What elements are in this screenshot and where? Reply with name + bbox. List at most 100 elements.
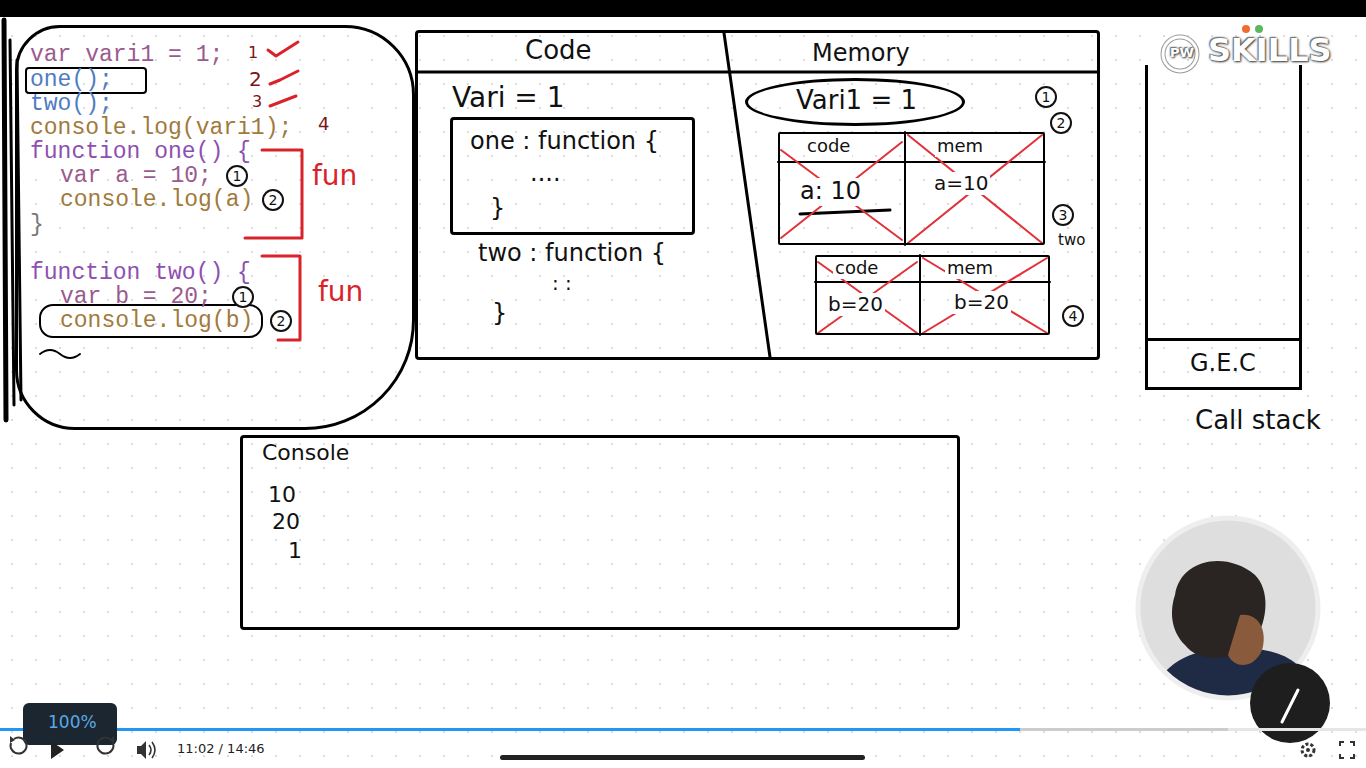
column-heading: mem <box>945 258 995 279</box>
step-number: 1 <box>248 44 258 62</box>
variable-oval: Vari1 = 1 <box>745 78 965 126</box>
column-heading: code <box>833 258 880 279</box>
cross-line <box>923 258 1047 333</box>
annotation: fun <box>318 276 363 308</box>
progress-track <box>0 728 1366 731</box>
cross-line <box>781 150 902 240</box>
column-heading: mem <box>935 136 985 157</box>
top-bar <box>0 0 1366 17</box>
check-mark <box>270 96 296 106</box>
volume-icon <box>137 741 146 759</box>
time-display: 11:02 / 14:46 <box>177 742 265 757</box>
code-line: var a = 10; <box>60 163 212 189</box>
logo-ring <box>1163 37 1197 71</box>
bracket <box>262 256 300 340</box>
callout-number: 4 <box>1062 305 1084 327</box>
code-text: one : function { <box>470 128 659 156</box>
context-lines <box>418 33 1097 357</box>
header-line <box>815 281 1050 283</box>
column-divider <box>724 33 770 357</box>
pen-icon <box>1282 690 1298 722</box>
cross-line <box>908 135 1042 243</box>
code-panel: var vari1 = 1;one();two();console.log(va… <box>15 25 415 430</box>
column-divider <box>904 132 906 245</box>
replay-icon <box>10 736 15 743</box>
callout-number: 3 <box>1052 204 1074 226</box>
header-line <box>418 71 1097 74</box>
code-text: } <box>492 300 507 328</box>
code-line: console.log(a) <box>60 187 253 213</box>
zoom-level: 100% <box>48 713 97 733</box>
person-face <box>1228 615 1264 665</box>
cross-out <box>781 135 1047 333</box>
console-output: 1 <box>288 538 302 563</box>
console-box: Console 1020 1 <box>240 435 960 630</box>
step-number: 2 <box>249 68 262 91</box>
code-entry: b=20 <box>826 293 885 316</box>
progress-buffer <box>1020 728 1228 731</box>
callout-number: 2 <box>262 189 284 211</box>
column-heading: code <box>805 136 852 157</box>
callout-number: 2 <box>1050 112 1072 134</box>
bracket <box>245 150 302 238</box>
settings-icon <box>1302 744 1314 756</box>
code-line: } <box>30 212 44 238</box>
console-output: 20 <box>272 509 300 534</box>
code-line: var vari1 = 1; <box>30 42 223 68</box>
step-number: 4 <box>318 114 329 135</box>
player-controls <box>0 703 1366 760</box>
function-box: one : function {....} <box>450 117 695 235</box>
callout-number: 1 <box>226 165 248 187</box>
header-line <box>778 161 1045 163</box>
function-context: code mem b=20 b=20 <box>815 255 1050 335</box>
callout-number: 2 <box>270 310 292 332</box>
execution-context: CodeMemoryone : function {....}Vari1 = 1… <box>415 30 1100 360</box>
stack-caption: Call stack <box>1195 406 1321 436</box>
console-output: 10 <box>268 482 296 507</box>
play-icon <box>51 741 64 759</box>
scribble <box>40 350 80 358</box>
settings-icon <box>1306 748 1310 752</box>
function-context: codemema: 10a=10 <box>778 132 1045 245</box>
code-line: console.log(b) <box>60 308 253 334</box>
fullscreen-icon <box>1340 742 1354 758</box>
check-mark <box>268 42 298 56</box>
memory-entry: Vari1 = 1 <box>796 86 917 116</box>
stack-frame: G.E.C <box>1148 338 1299 390</box>
watermark: SKILLS <box>1208 32 1332 69</box>
forward-icon <box>109 736 114 743</box>
code-text: } <box>490 195 505 223</box>
code-line: function one() { <box>30 139 251 165</box>
memory-entry: a=10 <box>932 172 990 195</box>
hand-strokes <box>4 20 262 420</box>
code-line: var b = 20; <box>60 284 212 310</box>
edge-stroke <box>4 20 6 420</box>
code-line: one(); <box>30 67 113 93</box>
watermark: PW <box>1170 46 1194 61</box>
console-heading: Console <box>262 440 349 465</box>
code-text: : : <box>552 272 572 295</box>
edge-stroke <box>10 40 14 405</box>
code-text: .... <box>530 160 561 188</box>
check-mark <box>270 71 298 84</box>
code-line: two(); <box>30 91 113 117</box>
scroll-handle <box>500 755 865 760</box>
logo-ring <box>1163 37 1197 71</box>
callout-number: 1 <box>232 286 254 308</box>
cross-line <box>923 258 1047 333</box>
callout-number: 1 <box>1035 86 1057 108</box>
highlight-box <box>40 305 262 337</box>
frame-name: G.E.C <box>1190 350 1256 378</box>
step-number: 3 <box>252 93 262 111</box>
code-text: Vari = 1 <box>452 82 565 114</box>
highlight-box <box>26 68 146 93</box>
call-stack: Call stackG.E.C <box>1145 65 1302 390</box>
code-line: function two() { <box>30 260 251 286</box>
code-line: console.log(vari1); <box>30 115 292 141</box>
progress-played <box>0 728 1020 731</box>
column-heading: Memory <box>812 40 910 68</box>
memory-entry: b=20 <box>952 291 1011 314</box>
